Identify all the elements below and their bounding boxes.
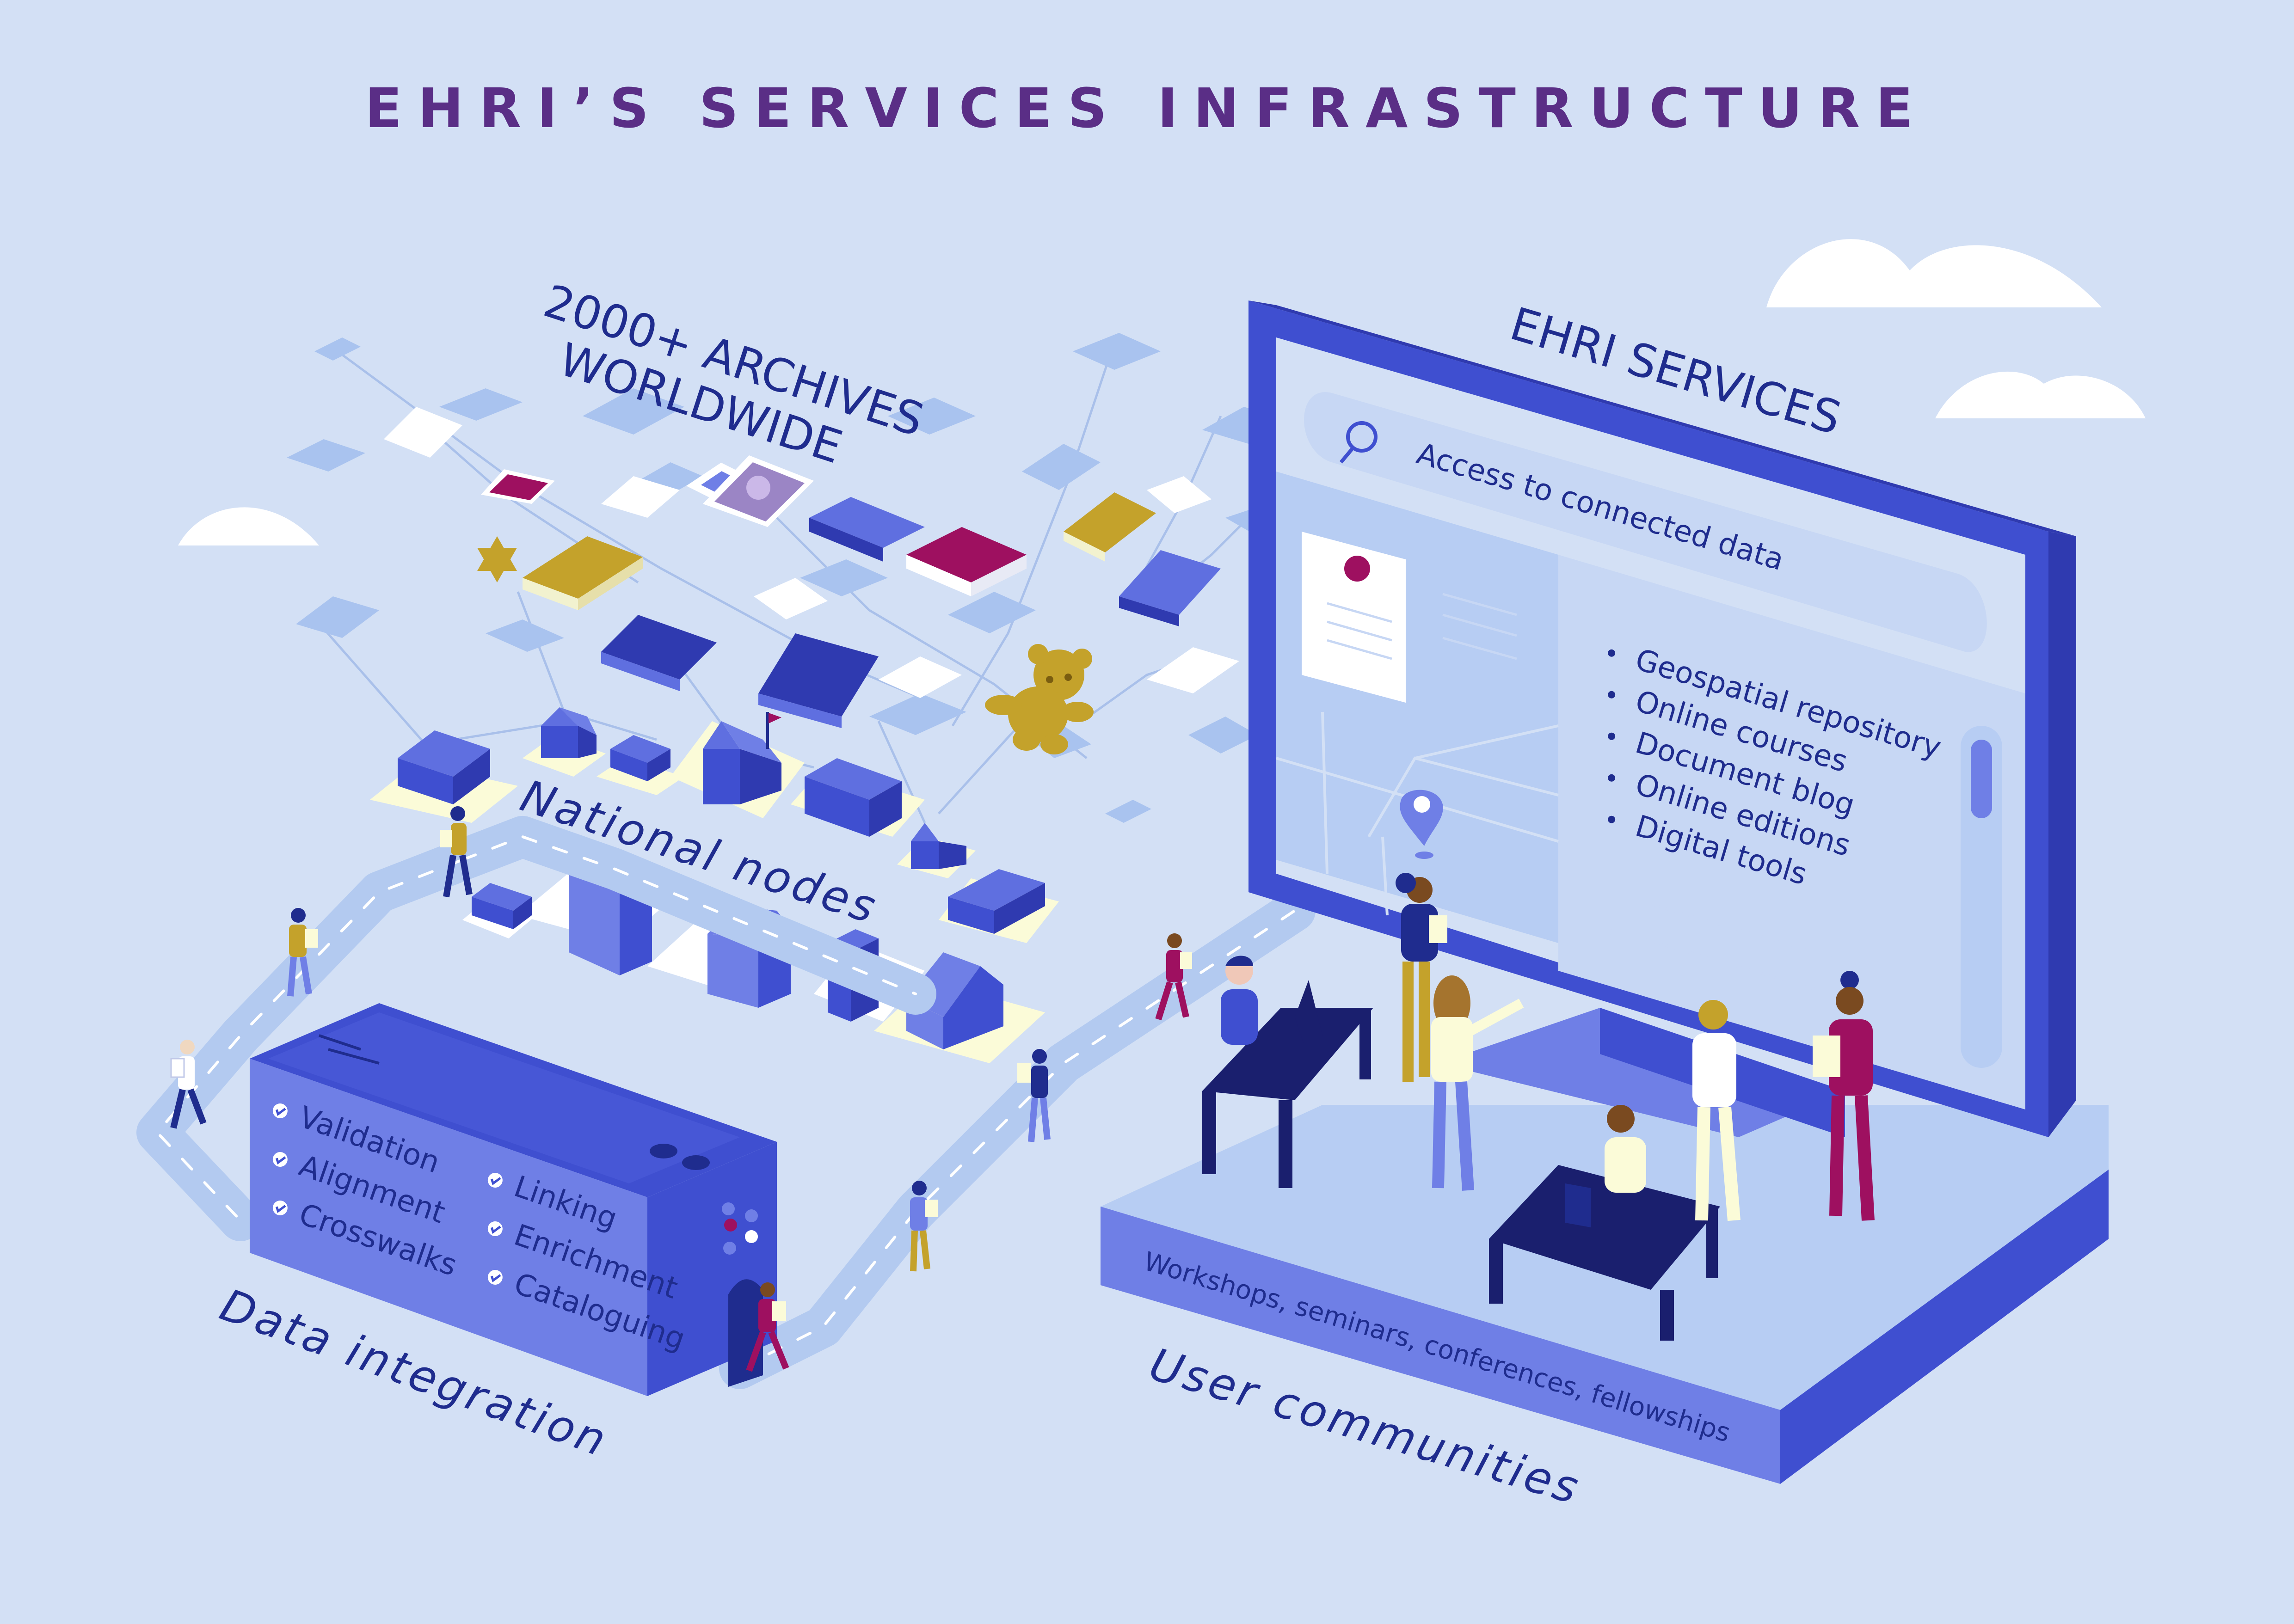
person-seated bbox=[1221, 956, 1258, 1045]
check-icon bbox=[487, 1269, 503, 1285]
cloud-icon bbox=[1935, 371, 2146, 418]
archive-books bbox=[523, 492, 1221, 728]
star-of-david-icon bbox=[477, 536, 517, 582]
person-standing bbox=[1692, 1000, 1740, 1221]
screen-scrollbar[interactable] bbox=[1961, 726, 2002, 1068]
monitor-stand bbox=[1438, 1008, 1845, 1137]
map-pin-icon bbox=[1400, 790, 1443, 859]
national-node-house bbox=[911, 823, 966, 869]
search-icon bbox=[1339, 421, 1378, 464]
person-walking bbox=[1017, 1049, 1051, 1142]
check-icon bbox=[487, 1221, 503, 1236]
person-walking bbox=[170, 1040, 207, 1129]
national-node-building bbox=[610, 735, 670, 781]
search-bar bbox=[1304, 392, 1987, 652]
laptop-icon bbox=[1295, 980, 1322, 1045]
person-standing bbox=[1813, 971, 1875, 1221]
national-node-house bbox=[541, 707, 597, 758]
national-node-building bbox=[472, 883, 532, 929]
archive-photo bbox=[703, 455, 814, 527]
screen-scrollbar-thumb[interactable] bbox=[1971, 740, 1992, 818]
laptop-icon bbox=[1565, 1183, 1591, 1227]
cloud-icon bbox=[1766, 239, 2102, 307]
check-icon bbox=[487, 1172, 503, 1188]
flag-icon bbox=[769, 713, 781, 723]
person-walking bbox=[1155, 933, 1192, 1021]
building-door bbox=[728, 1279, 763, 1387]
person-walking bbox=[910, 1181, 938, 1272]
national-node-building bbox=[805, 758, 902, 837]
person-standing bbox=[1396, 873, 1447, 1082]
person-seated bbox=[1605, 1105, 1646, 1193]
national-node-building bbox=[398, 730, 490, 804]
data-integration-building bbox=[250, 1003, 777, 1396]
archive-record-magenta bbox=[481, 469, 555, 504]
check-icon bbox=[272, 1152, 288, 1167]
desk bbox=[1489, 1165, 1720, 1341]
check-icon bbox=[272, 1103, 288, 1118]
person-walking bbox=[287, 908, 318, 997]
monitor: Access to connected data bbox=[1248, 300, 2076, 1137]
screen-document-card bbox=[1302, 532, 1406, 703]
person-walking bbox=[440, 806, 473, 898]
person-standing bbox=[1431, 975, 1524, 1191]
check-icon bbox=[272, 1200, 288, 1215]
archive-documents bbox=[384, 407, 1239, 698]
cloud-icon bbox=[178, 507, 319, 545]
desk bbox=[1202, 980, 1373, 1188]
national-node-church bbox=[703, 712, 781, 804]
national-node-building bbox=[948, 869, 1045, 934]
teddy-bear-icon bbox=[985, 644, 1094, 754]
person-walking bbox=[746, 1282, 789, 1372]
page-title: EHRI’S SERVICES INFRASTRUCTURE bbox=[365, 76, 1929, 140]
